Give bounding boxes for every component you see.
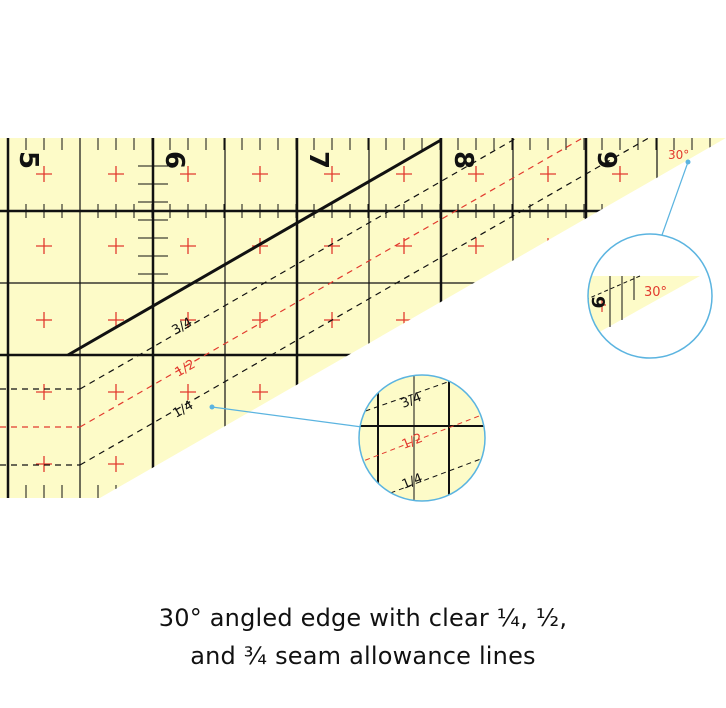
inch-number-6: 6 — [159, 151, 189, 169]
ruler-surface — [0, 138, 726, 498]
inset-seam-label-1: 1/2 — [400, 431, 425, 453]
callout-connector-seam — [211, 406, 363, 428]
zoom-inset-angle: 9 30° — [587, 233, 713, 359]
seam-line-three-quarter — [79, 138, 726, 390]
seam-allowance-lines — [0, 138, 726, 466]
callout-dot-seam — [209, 404, 215, 410]
seam-line-quarter — [79, 138, 726, 466]
callout-dot-angle — [685, 159, 691, 165]
inch-number-9: 9 — [591, 151, 621, 169]
inch-numbers: 5 6 7 8 9 — [13, 151, 621, 169]
svg-text:9: 9 — [587, 296, 608, 309]
angle-label: 30° — [668, 148, 689, 162]
seam-line-half — [79, 138, 726, 428]
caption-line-1: 30° angled edge with clear ¼, ½, — [158, 604, 568, 632]
angle-guide-line — [67, 138, 442, 357]
zoom-inset-seam: 3/4 1/2 1/4 — [358, 374, 486, 502]
inch-number-5: 5 — [13, 151, 43, 169]
inset-seam-label-2: 1/4 — [400, 471, 425, 493]
inch-number-8: 8 — [448, 151, 478, 169]
callout-connector-angle — [661, 161, 689, 236]
inch-number-7: 7 — [303, 151, 333, 169]
caption-line-2: and ¾ seam allowance lines — [190, 642, 536, 670]
inset-seam-label-0: 3/4 — [399, 390, 424, 412]
inset-angle-label: 30° — [644, 285, 667, 300]
